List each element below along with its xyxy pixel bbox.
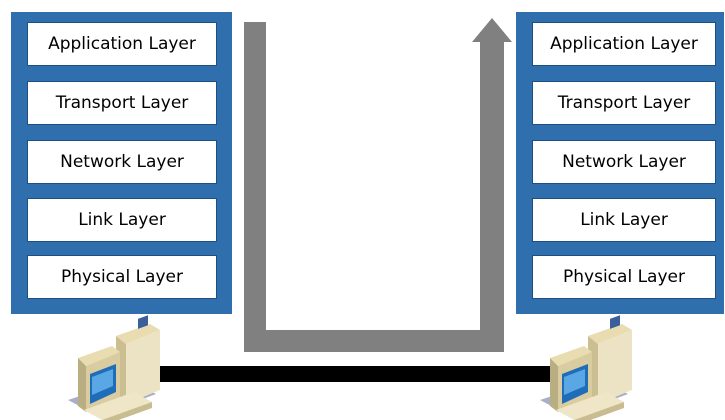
left-physical-layer: Physical Layer [27, 255, 217, 299]
computer-icon [540, 315, 632, 420]
right-link-layer: Link Layer [532, 198, 716, 242]
left-link-layer: Link Layer [27, 198, 217, 242]
right-protocol-stack: Application Layer Transport Layer Networ… [516, 12, 724, 314]
right-transport-layer: Transport Layer [532, 81, 716, 125]
link-cable [150, 366, 570, 382]
left-protocol-stack: Application Layer Transport Layer Networ… [11, 12, 232, 314]
right-application-layer: Application Layer [532, 22, 716, 66]
right-physical-layer: Physical Layer [532, 255, 716, 299]
left-transport-layer: Transport Layer [27, 81, 217, 125]
data-flow-path [244, 18, 512, 352]
left-application-layer: Application Layer [27, 22, 217, 66]
computer-icon [68, 315, 160, 420]
left-network-layer: Network Layer [27, 140, 217, 184]
right-network-layer: Network Layer [532, 140, 716, 184]
